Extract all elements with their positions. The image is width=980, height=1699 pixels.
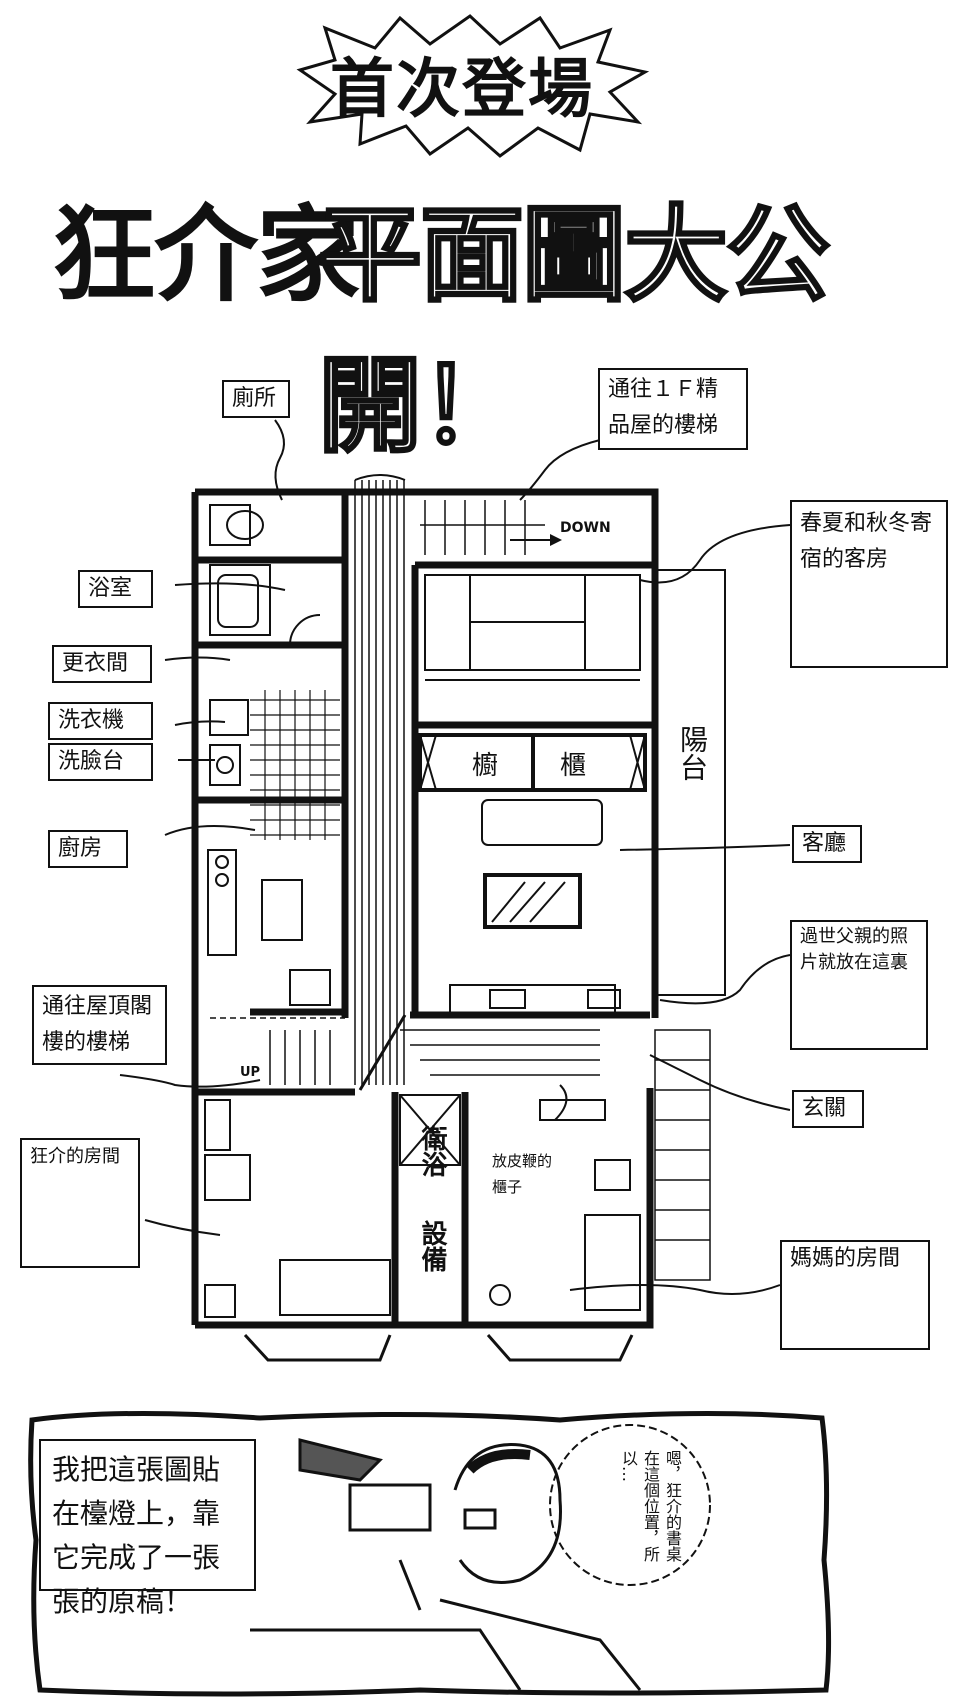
equipment-label: 設備 [417,1220,447,1272]
whip-cabinet-label: 放皮鞭的櫃子 [492,1152,553,1196]
headline-part1: 狂介家 [52,194,360,316]
cabinet-right-label: 櫃 [560,751,587,781]
label-father-photo: 過世父親的照片就放在這裏 [790,920,928,1050]
label-entrance: 玄關 [792,1090,864,1128]
balcony-label: 陽台 [676,725,709,781]
label-washer: 洗衣機 [48,702,153,740]
label-living: 客廳 [792,825,862,863]
up-label: UP [240,1065,261,1080]
panel-caption: 我把這張圖貼在檯燈上，靠它完成了一張張的原稿！ [52,1453,221,1618]
label-kyosuke-room: 狂介的房間 [20,1138,140,1268]
label-toilet: 廁所 [222,380,290,418]
headline-part2: 平面圖大公開！ [317,193,832,469]
cabinet-left-label: 櫥 [472,751,499,781]
bath-room-label: 衛浴 [417,1125,447,1177]
label-kitchen: 廚房 [48,830,128,868]
label-mother-room: 媽媽的房間 [780,1240,930,1350]
label-attic-stairs: 通往屋頂閣樓的樓梯 [32,985,167,1065]
panel-thought: 嗯，狂介的書桌在這個位置，所以… [619,1450,682,1562]
label-bathroom: 浴室 [78,570,153,608]
headline: 狂介家 平面圖大公開！ [0,170,980,469]
label-washbasin: 洗臉台 [48,743,153,781]
down-label: DOWN [560,520,611,536]
label-dressing: 更衣間 [52,645,152,683]
label-stairs-1f: 通往１Ｆ精品屋的樓梯 [598,368,748,450]
label-guest-room: 春夏和秋冬寄宿的客房 [790,500,948,668]
banner-burst [296,14,650,158]
banner-title: 首次登場 [330,53,594,127]
